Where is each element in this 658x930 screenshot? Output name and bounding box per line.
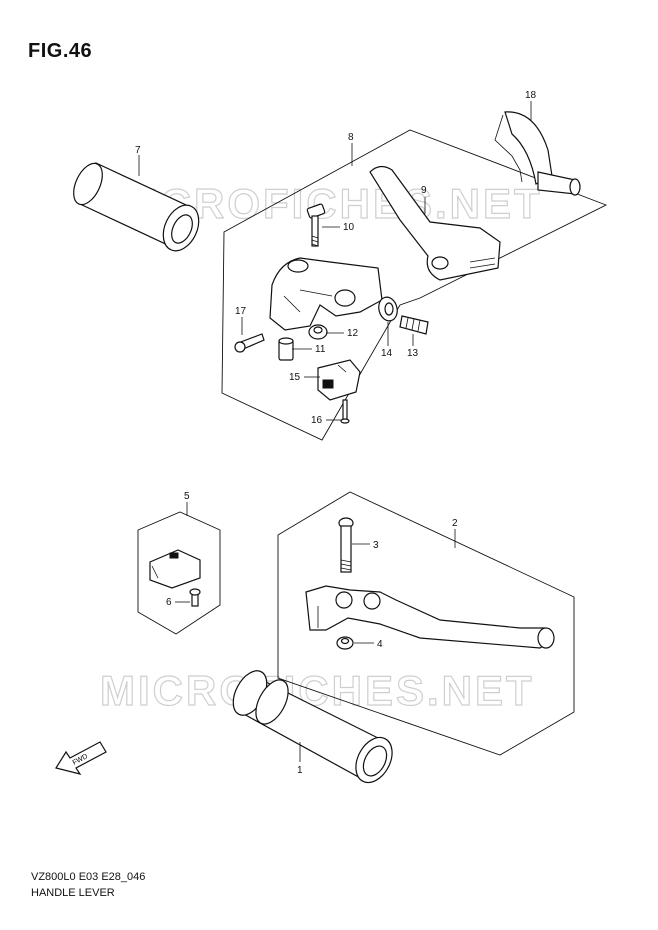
part-15-switch: [317, 359, 361, 401]
callout-4: 4: [377, 639, 383, 650]
part-6-screw: [189, 588, 201, 607]
callout-7: 7: [135, 145, 141, 156]
callout-2: 2: [452, 518, 458, 529]
leader-lines: [138, 101, 532, 762]
part-5-switch: [149, 549, 201, 589]
part-13-adjuster-bolt: [399, 315, 429, 335]
part-10-pivot-bolt: [306, 203, 326, 247]
callout-18: 18: [525, 90, 537, 101]
fwd-arrow-icon: FWD: [55, 741, 107, 775]
part-17-screw: [234, 333, 265, 353]
part-14-adjuster: [378, 296, 398, 322]
assembly-box-5: [137, 511, 221, 635]
part-12-nut: [308, 324, 328, 340]
part-9-lever: [369, 165, 501, 281]
part-11-spacer: [278, 337, 294, 361]
part-4-nut: [336, 636, 354, 650]
callout-5: 5: [184, 491, 190, 502]
part-1-throttle-grip: [232, 670, 393, 784]
callout-14: 14: [381, 348, 393, 359]
callout-3: 3: [373, 540, 379, 551]
callout-8: 8: [348, 132, 354, 143]
assembly-box-8: [221, 129, 608, 441]
callout-17: 17: [235, 306, 247, 317]
callout-13: 13: [407, 348, 419, 359]
part-18-cable-end: [494, 111, 581, 196]
part-3-pivot-bolt: [338, 517, 354, 573]
footer-name: HANDLE LEVER: [31, 887, 115, 899]
callout-12: 12: [347, 328, 359, 339]
footer-code: VZ800L0 E03 E28_046: [31, 871, 146, 883]
callout-10: 10: [343, 222, 355, 233]
callout-11: 11: [315, 344, 326, 355]
assembly-box-2: [277, 491, 575, 756]
callout-6: 6: [166, 597, 172, 608]
part-8-lever-holder: [269, 257, 383, 331]
part-7-grip: [73, 162, 200, 252]
part-2-brake-lever: [305, 585, 555, 649]
callout-1: 1: [297, 765, 303, 776]
watermark-bottom: MICROFICHES.NET: [100, 667, 535, 714]
callout-9: 9: [421, 185, 427, 196]
part-16-switch-screw: [340, 399, 350, 424]
figure-title: FIG.46: [28, 40, 93, 62]
callout-16: 16: [311, 415, 323, 426]
callout-15: 15: [289, 372, 301, 383]
